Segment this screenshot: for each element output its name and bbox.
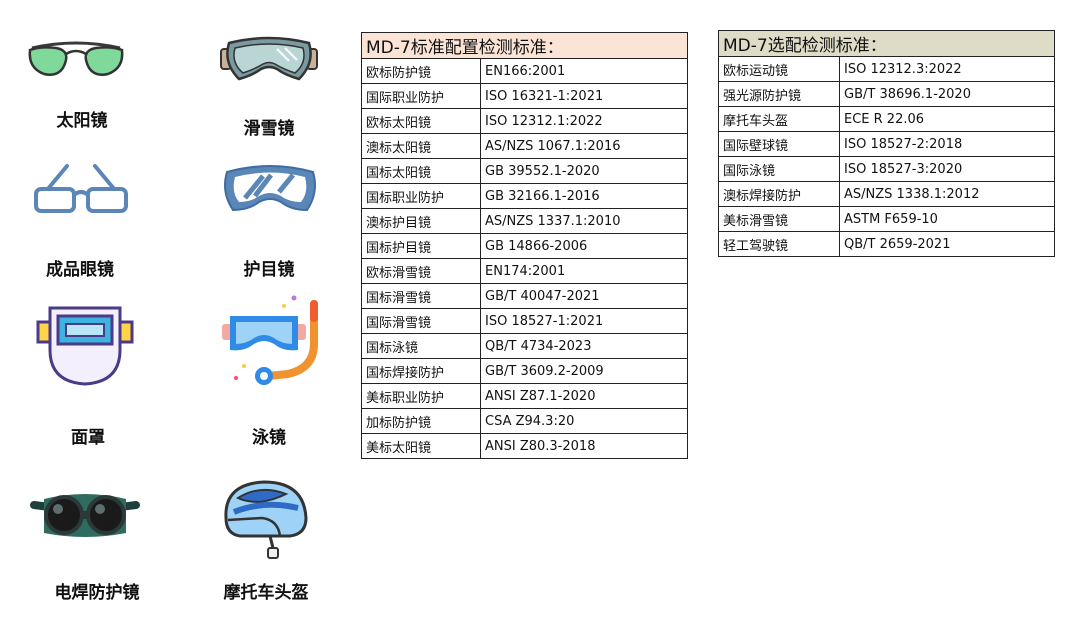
row-standard: GB/T 40047-2021 <box>480 283 688 309</box>
row-standard: EN166:2001 <box>480 58 688 84</box>
row-standard: ASTM F659-10 <box>839 206 1055 232</box>
row-label: 国标护目镜 <box>361 233 481 259</box>
row-standard: ISO 12312.1:2022 <box>480 108 688 134</box>
row-label: 国际滑雪镜 <box>361 308 481 334</box>
row-label: 美标滑雪镜 <box>718 206 840 232</box>
row-standard: ISO 16321-1:2021 <box>480 83 688 109</box>
welding-goggles-icon <box>30 485 140 545</box>
row-label: 美标太阳镜 <box>361 433 481 459</box>
row-label: 欧标太阳镜 <box>361 108 481 134</box>
row-label: 国标泳镜 <box>361 333 481 359</box>
row-label: 国际壁球镜 <box>718 131 840 157</box>
row-label: 国际泳镜 <box>718 156 840 182</box>
row-standard: AS/NZS 1338.1:2012 <box>839 181 1055 207</box>
row-label: 加标防护镜 <box>361 408 481 434</box>
row-label: 澳标护目镜 <box>361 208 481 234</box>
row-standard: ISO 18527-1:2021 <box>480 308 688 334</box>
row-label: 摩托车头盔 <box>718 106 840 132</box>
row-standard: GB 32166.1-2016 <box>480 183 688 209</box>
icon-label-ski-goggles: 滑雪镜 <box>243 119 295 139</box>
row-label: 国标滑雪镜 <box>361 283 481 309</box>
row-standard: QB/T 4734-2023 <box>480 333 688 359</box>
icon-label-motorcycle-helmet: 摩托车头盔 <box>223 583 309 603</box>
icon-label-sunglasses: 太阳镜 <box>56 111 108 131</box>
row-standard: AS/NZS 1067.1:2016 <box>480 133 688 159</box>
row-standard: AS/NZS 1337.1:2010 <box>480 208 688 234</box>
motorcycle-helmet-icon <box>220 478 310 562</box>
row-label: 轻工驾驶镜 <box>718 231 840 257</box>
safety-goggles-icon <box>221 162 319 216</box>
row-standard: CSA Z94.3:20 <box>480 408 688 434</box>
row-label: 国际职业防护 <box>361 83 481 109</box>
row-standard: ANSI Z80.3-2018 <box>480 433 688 459</box>
eyeglasses-icon <box>33 162 129 214</box>
row-standard: GB 39552.1-2020 <box>480 158 688 184</box>
row-standard: ISO 12312.3:2022 <box>839 56 1055 82</box>
face-shield-icon <box>36 306 134 386</box>
row-label: 国标职业防护 <box>361 183 481 209</box>
row-standard: ANSI Z87.1-2020 <box>480 383 688 409</box>
row-label: 澳标太阳镜 <box>361 133 481 159</box>
swim-goggles-icon <box>222 294 322 390</box>
row-standard: ISO 18527-3:2020 <box>839 156 1055 182</box>
row-standard: EN174:2001 <box>480 258 688 284</box>
sunglasses-icon <box>26 38 126 82</box>
row-label: 欧标运动镜 <box>718 56 840 82</box>
icon-label-welding-goggles: 电焊防护镜 <box>54 583 140 603</box>
standard-config-title: MD-7标准配置检测标准： <box>361 32 688 59</box>
row-standard: ISO 18527-2:2018 <box>839 131 1055 157</box>
row-standard: GB/T 3609.2-2009 <box>480 358 688 384</box>
row-standard: QB/T 2659-2021 <box>839 231 1055 257</box>
icon-label-safety-goggles: 护目镜 <box>243 260 295 280</box>
row-label: 澳标焊接防护 <box>718 181 840 207</box>
icon-label-swim-goggles: 泳镜 <box>252 428 286 448</box>
row-label: 强光源防护镜 <box>718 81 840 107</box>
row-label: 欧标滑雪镜 <box>361 258 481 284</box>
row-standard: GB/T 38696.1-2020 <box>839 81 1055 107</box>
row-standard: GB 14866-2006 <box>480 233 688 259</box>
row-label: 国标焊接防护 <box>361 358 481 384</box>
row-label: 欧标防护镜 <box>361 58 481 84</box>
optional-config-title: MD-7选配检测标准： <box>718 30 1055 57</box>
icon-label-face-shield: 面罩 <box>71 428 105 448</box>
row-label: 国标太阳镜 <box>361 158 481 184</box>
ski-goggles-icon <box>219 35 319 85</box>
row-standard: ECE R 22.06 <box>839 106 1055 132</box>
row-label: 美标职业防护 <box>361 383 481 409</box>
icon-label-eyeglasses: 成品眼镜 <box>46 260 114 280</box>
